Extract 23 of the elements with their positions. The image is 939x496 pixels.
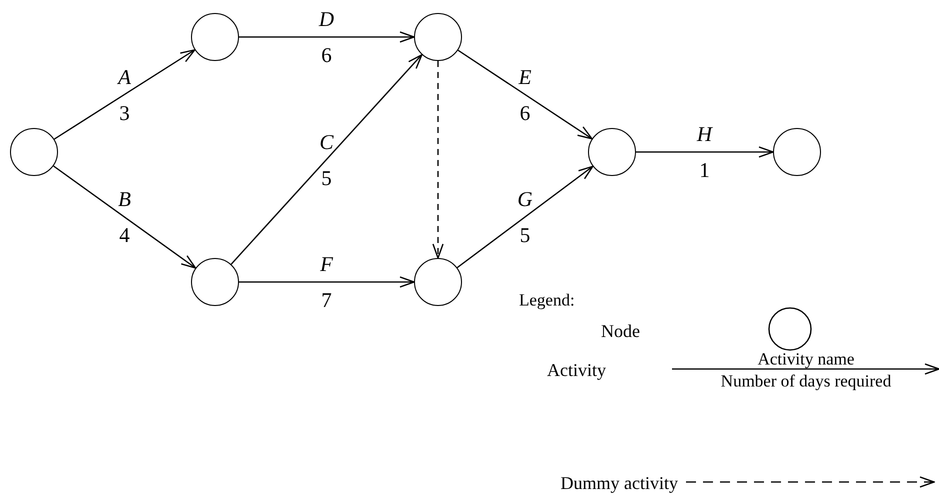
edge-label: G 5 xyxy=(517,186,533,249)
edge-label: F 7 xyxy=(320,251,333,314)
dashed-arrow xyxy=(432,61,444,259)
edge-label: B 4 xyxy=(118,186,131,249)
arrow xyxy=(239,31,415,43)
arrow xyxy=(636,146,774,158)
arrow xyxy=(53,165,196,269)
edge-label: A 3 xyxy=(118,64,131,126)
legend-label: Dummy activity xyxy=(560,473,678,493)
arrow xyxy=(239,276,415,288)
edge-label: C 5 xyxy=(320,128,334,192)
edge-label: H 1 xyxy=(696,121,712,184)
legend-note: Activity name xyxy=(758,350,854,368)
edge-label: E 6 xyxy=(518,64,532,126)
arrow xyxy=(456,166,594,268)
edge-label: D 6 xyxy=(318,6,334,69)
arrow xyxy=(230,54,422,265)
legend-note: Legend: xyxy=(519,292,575,308)
legend-note: Number of days required xyxy=(720,372,892,390)
arrow xyxy=(54,49,196,140)
arrow xyxy=(458,50,593,140)
legend-label: Activity xyxy=(547,360,606,380)
legend-label: Node xyxy=(601,321,640,341)
